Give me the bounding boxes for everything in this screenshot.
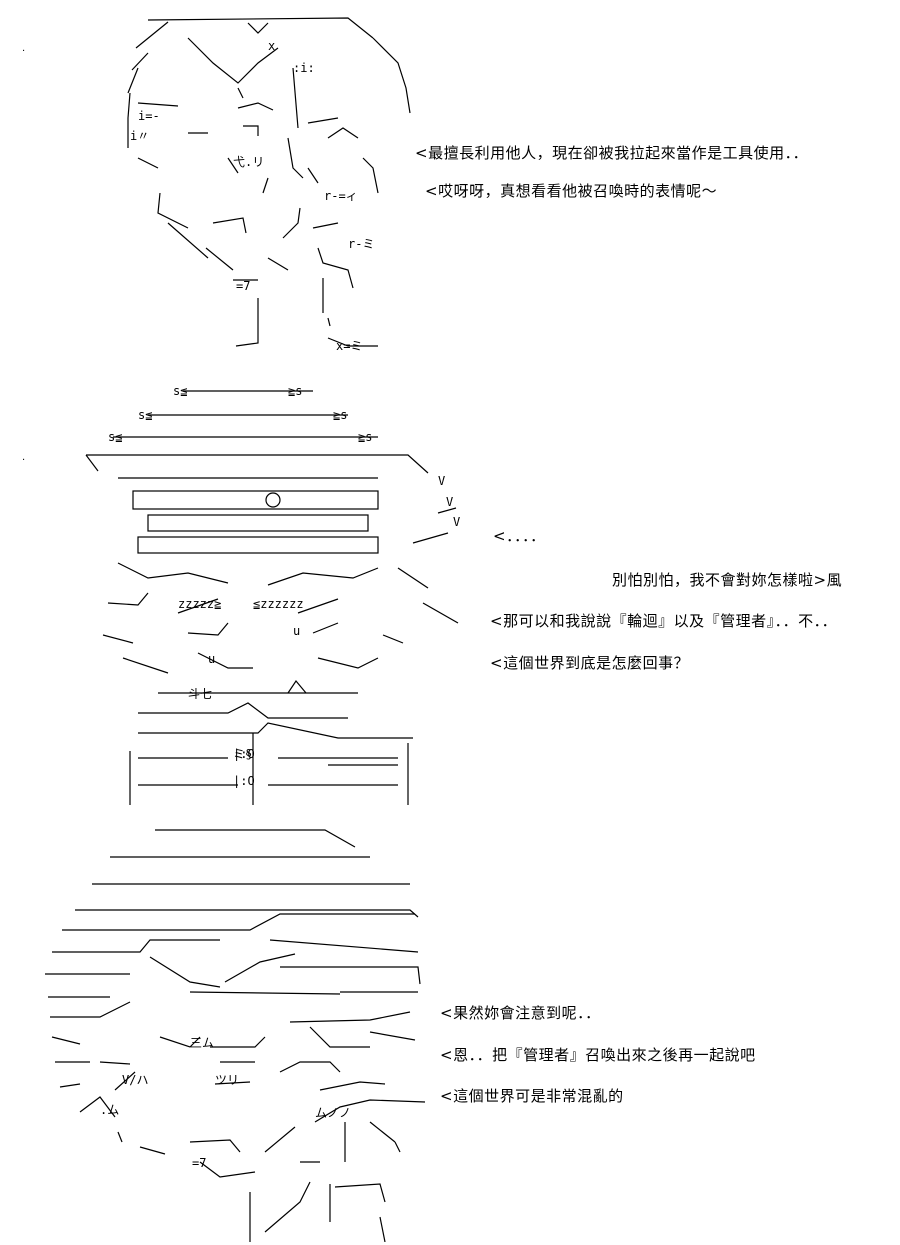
- dialogue-line: <那可以和我說說『輪迴』以及『管理者』．．不．．: [490, 612, 838, 630]
- svg-text:弋.リ: 弋.リ: [233, 155, 264, 169]
- svg-text:u: u: [293, 624, 300, 638]
- margin-dot: .: [22, 43, 26, 54]
- svg-text:三ム: 三ム: [190, 1036, 214, 1050]
- svg-text:=7: =7: [236, 279, 250, 293]
- dialogue-line: <果然妳會注意到呢．．: [440, 1004, 601, 1022]
- svg-text:s≦: s≦: [108, 430, 122, 444]
- dialogue-line: <這個世界可是非常混亂的: [440, 1087, 624, 1105]
- svg-text:i=-: i=-: [138, 109, 160, 123]
- svg-text:x=ミ: x=ミ: [336, 339, 362, 353]
- dialogue-line: <．．．．: [493, 527, 546, 545]
- ascii-art-figure-hair-drawing: 三ム ツリ ムノノ V/ハ .ム =7: [45, 829, 426, 1242]
- svg-text:r-=ィ: r-=ィ: [324, 189, 358, 203]
- svg-text:x: x: [268, 39, 275, 53]
- svg-text:.ム: .ム: [100, 1103, 119, 1117]
- svg-text:V: V: [453, 515, 460, 529]
- ascii-art-figure-standing: x i=- :i: i〃 弋.リ r-=ィ r-ミ x=ミ =7: [118, 8, 418, 358]
- svg-text:r-ミ: r-ミ: [348, 237, 374, 251]
- svg-text:u: u: [208, 652, 215, 666]
- svg-text:V/ハ: V/ハ: [122, 1073, 148, 1087]
- svg-text:V: V: [446, 495, 453, 509]
- dialogue-line: <最擅長利用他人，現在卻被我拉起來當作是工具使用．．: [415, 144, 809, 162]
- ascii-art-figure-hair: 三ム ツリ ムノノ V/ハ .ム =7: [40, 822, 440, 1242]
- svg-text:|:O: |:O: [233, 747, 255, 761]
- svg-text:斗七: 斗七: [188, 687, 212, 701]
- svg-text:zzzzz≧: zzzzz≧: [178, 597, 221, 611]
- svg-text:ミ§: ミ§: [233, 747, 252, 761]
- svg-text:i〃: i〃: [130, 129, 149, 143]
- svg-text:ムノノ: ムノノ: [315, 1106, 351, 1120]
- svg-text:ツリ: ツリ: [215, 1073, 239, 1087]
- panel-1: .: [0, 0, 900, 365]
- panel-3: 三ム ツリ ムノノ V/ハ .ム =7 <果然妳會注意到呢．． <恩．．把『管理…: [0, 810, 900, 1245]
- dialogue-line: <哎呀呀，真想看看他被召喚時的表情呢～: [425, 182, 718, 200]
- svg-text:=7: =7: [192, 1156, 206, 1170]
- ascii-art-figure-hat-drawing: s≦ ≧s s≦ ≧s s≦ ≧s V V V zzzzz≧ ≦zzzzzz u…: [85, 384, 460, 805]
- svg-text:s≦: s≦: [173, 384, 187, 398]
- ascii-art-figure-standing-drawing: x i=- :i: i〃 弋.リ r-=ィ r-ミ x=ミ =7: [127, 17, 411, 353]
- svg-text:V: V: [438, 474, 445, 488]
- margin-dot: .: [22, 452, 26, 463]
- svg-text:≦zzzzzz: ≦zzzzzz: [253, 597, 304, 611]
- svg-text:s≦: s≦: [138, 408, 152, 422]
- svg-text:≧s: ≧s: [358, 430, 372, 444]
- svg-text::i:: :i:: [293, 61, 315, 75]
- dialogue-line: 別怕別怕，我不會對妳怎樣啦>風: [612, 571, 843, 589]
- svg-text:|:O: |:O: [233, 774, 255, 788]
- dialogue-line: <恩．．把『管理者』召喚出來之後再一起說吧: [440, 1046, 756, 1064]
- dialogue-line: <這個世界到底是怎麼回事？: [490, 654, 690, 672]
- svg-text:≧s: ≧s: [288, 384, 302, 398]
- panel-2: .: [0, 365, 900, 810]
- ascii-art-figure-hat: s≦ ≧s s≦ ≧s s≦ ≧s V V V zzzzz≧ ≦zzzzzz u…: [78, 373, 473, 805]
- svg-text:≧s: ≧s: [333, 408, 347, 422]
